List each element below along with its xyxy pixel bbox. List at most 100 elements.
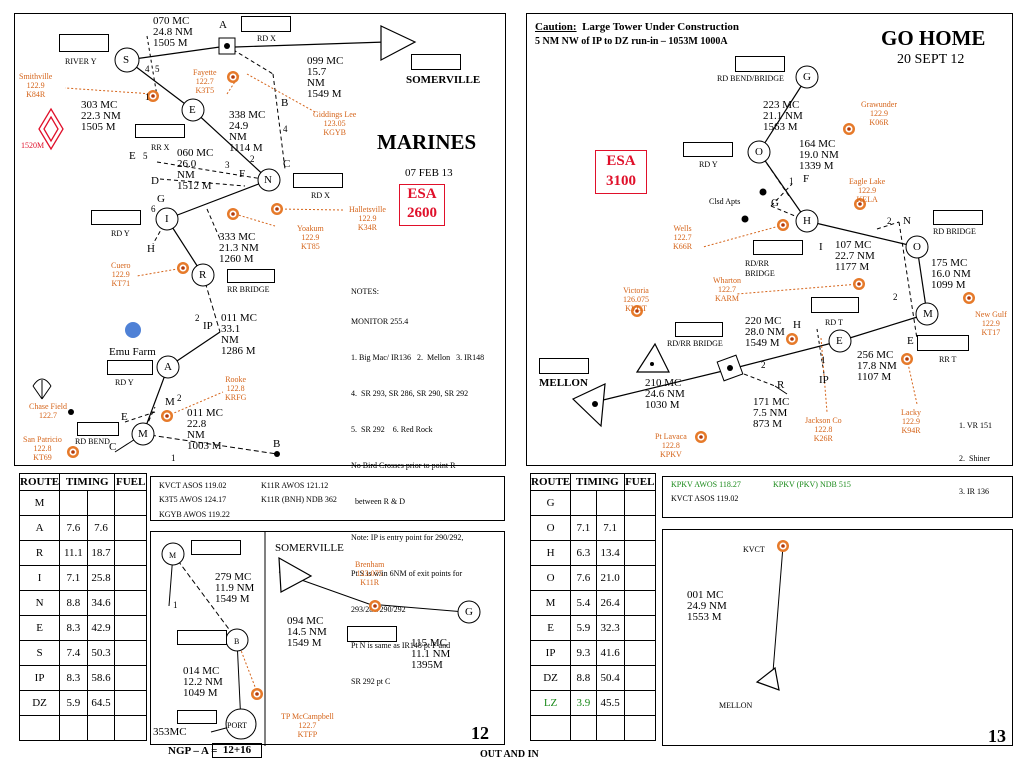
route-number: 1	[789, 176, 794, 186]
route-cell: M	[529, 590, 572, 616]
road-box	[293, 173, 343, 188]
freq-item: KVCT ASOS 119.02	[159, 481, 227, 490]
freq-item: KVCT ASOS 119.02	[671, 494, 739, 503]
cumulative-cell: 32.3	[595, 615, 625, 641]
route-number: 2	[195, 313, 200, 323]
timing-cell	[570, 715, 597, 741]
legend-block: 1. VR 151 2. Shiner 3. IR 136	[959, 398, 992, 519]
waypoint-label: IP	[819, 374, 829, 386]
cumulative-cell	[86, 715, 116, 741]
checkpoint-label: M	[169, 551, 177, 560]
cumulative-cell	[595, 715, 625, 741]
road-label: RD/RR	[745, 259, 770, 268]
freq-item: K3T5 AWOS 124.17	[159, 495, 227, 504]
cumulative-cell: 50.3	[86, 640, 116, 666]
road-box	[753, 240, 803, 255]
route-number: 1	[173, 600, 178, 610]
waypoint-label: H	[147, 243, 155, 255]
map-date: 20 SEPT 12	[897, 52, 965, 67]
road-box	[917, 335, 969, 351]
fuel-cell	[114, 515, 147, 541]
timing-cell: 3.9	[570, 690, 597, 716]
notes-line: MONITOR 255.4	[351, 317, 409, 326]
cumulative-cell: 26.4	[595, 590, 625, 616]
cumulative-cell: 7.6	[86, 515, 116, 541]
road-box	[675, 322, 723, 337]
cumulative-cell: 21.0	[595, 565, 625, 591]
table-header: FUEL	[623, 473, 656, 491]
route-cell: S	[18, 640, 61, 666]
table-header: ROUTE	[529, 473, 572, 491]
waypoint-label: E	[907, 335, 914, 347]
notes-line: No Bird Crosses prior to point R	[351, 461, 456, 470]
road-box	[177, 630, 227, 645]
timing-cell: 5.9	[59, 690, 88, 716]
checkpoint-label: E	[189, 104, 196, 116]
checkpoint-label: O	[913, 241, 921, 253]
freq-item: K11R (BNH) NDB 362	[261, 495, 337, 504]
timing-cell	[59, 490, 88, 516]
page-number: 13	[988, 726, 1006, 746]
checkpoint-label: M	[138, 428, 148, 440]
freq-item: KPKV AWOS 118.27	[671, 480, 741, 489]
route-number: 1	[145, 92, 150, 102]
left-map-lines	[32, 25, 417, 458]
checkpoint-label: R	[199, 269, 207, 281]
route-cell: H	[529, 540, 572, 566]
timing-cell: 7.4	[59, 640, 88, 666]
freq-item: K11R AWOS 121.12	[261, 481, 329, 490]
checkpoint-label: I	[165, 213, 169, 225]
fuel-cell	[114, 590, 147, 616]
route-cell	[529, 715, 572, 741]
checkpoint-label: A	[164, 361, 172, 373]
notes-line: SR 292 pt C	[351, 677, 391, 686]
checkpoint-label: PORT	[227, 721, 247, 730]
mellon-label: MELLON	[719, 701, 753, 710]
waypoint-label: H	[793, 319, 801, 331]
road-label: RIVER Y	[65, 57, 97, 66]
fuel-cell	[623, 540, 656, 566]
road-label: RD BEND	[75, 437, 110, 446]
timing-cell: 5.4	[570, 590, 597, 616]
cumulative-cell: 34.6	[86, 590, 116, 616]
route-cell: R	[18, 540, 61, 566]
road-box	[59, 34, 109, 52]
waypoint-label: D	[151, 175, 159, 187]
left-inset-lines	[161, 532, 481, 746]
timing-cell	[570, 490, 597, 516]
road-label: RD BEND/BRIDGE	[717, 74, 784, 83]
route-number: 1	[821, 355, 826, 365]
road-label: RR BRIDGE	[227, 285, 270, 294]
esa-label: ESA	[606, 153, 636, 169]
route-cell: E	[18, 615, 61, 641]
route-number: 4	[145, 64, 150, 74]
route-cell: I	[18, 565, 61, 591]
